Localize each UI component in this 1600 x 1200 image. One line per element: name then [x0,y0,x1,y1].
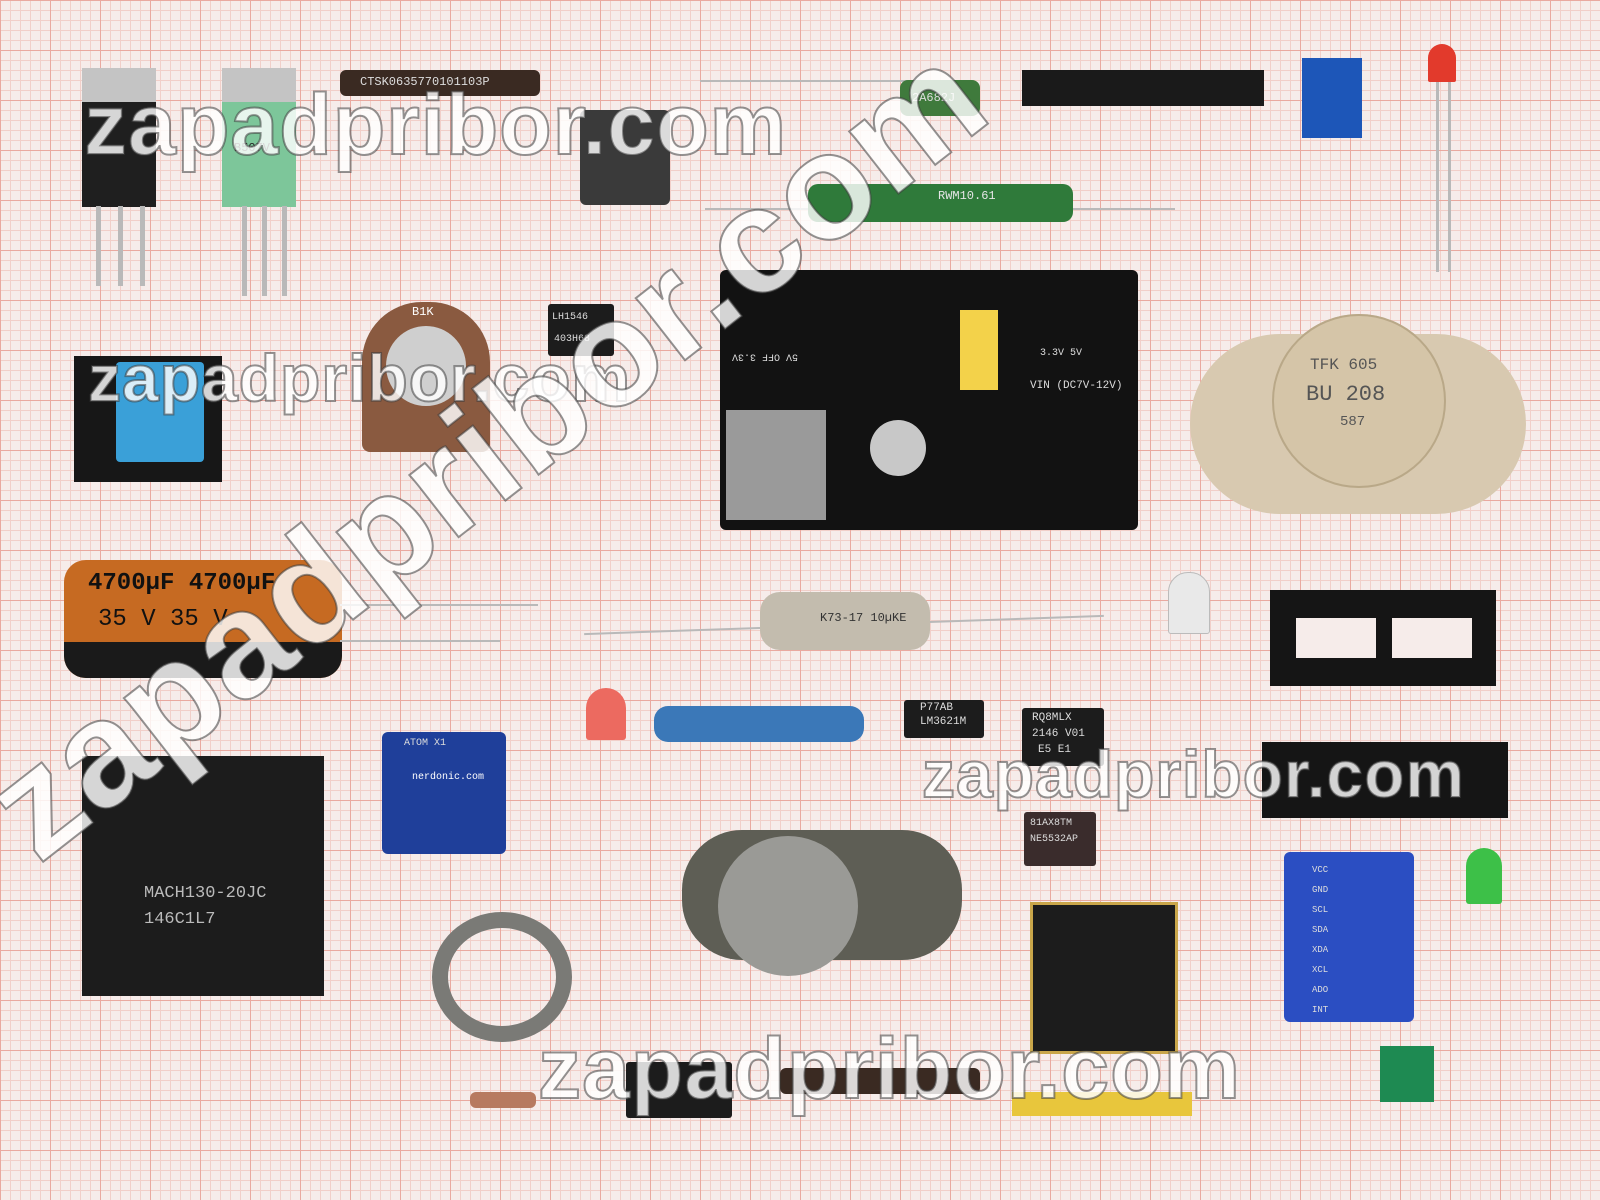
pin-socket-strip [1262,742,1508,818]
small-resistor [470,1092,536,1108]
to220-transistor [82,68,156,207]
bimetal-thermostat [682,830,962,976]
trimmer-potentiometer [1302,58,1362,138]
plcc-chip: MACH130-20JC 146C1L7 [82,756,324,996]
to3-power-transistor: TFK 605 BU 208 587 [1190,314,1526,514]
dht-sensor-module [74,356,222,482]
wirewound-resistor: RWM10.61 [808,184,1073,222]
to220-transistor-green: B507V [222,68,296,207]
yellow-resistor-network [1012,1092,1192,1116]
metal-washer [432,912,572,1042]
red-led-large [586,688,626,740]
metal-hybrid-ic [580,110,670,205]
hybrid-module [1030,902,1178,1054]
axial-capacitor: K73-17 10µKE [760,592,930,650]
pin-header [1022,70,1264,106]
clear-led [1168,572,1210,634]
green-led [1466,848,1502,904]
film-capacitor: 2A682J [900,80,980,116]
resistor-network-bottom [780,1068,980,1094]
resistor-network: CTSK0635770101103P [340,70,540,96]
breadboard-power-module: 5V OFF 3.3V VIN (DC7V-12V) 3.3V 5V [720,270,1138,530]
atom-x1-board: ATOM X1 nerdonic.com [382,732,506,854]
dip-chip-bottom [626,1062,732,1118]
imu-sensor-board: VCC GND SCL SDA XDA XCL ADO INT [1284,852,1414,1022]
electrolytic-capacitor: 4700µF 4700µF 35 V 35 V [64,560,342,678]
blue-resistor [654,706,864,742]
ic-socket [1270,590,1496,686]
optocoupler-chip: LH1546 403H68 [548,304,614,356]
rotary-potentiometer: B1K [362,302,490,452]
dip-opamp: 81AX8TM NE5532AP [1024,812,1096,866]
red-led [1428,44,1456,82]
green-trimmer [1380,1046,1434,1102]
tssop-chip: RQ8MLX 2146 V01 E5 E1 [1022,708,1104,766]
soic-chip: P77AB LM3621M [904,700,984,738]
